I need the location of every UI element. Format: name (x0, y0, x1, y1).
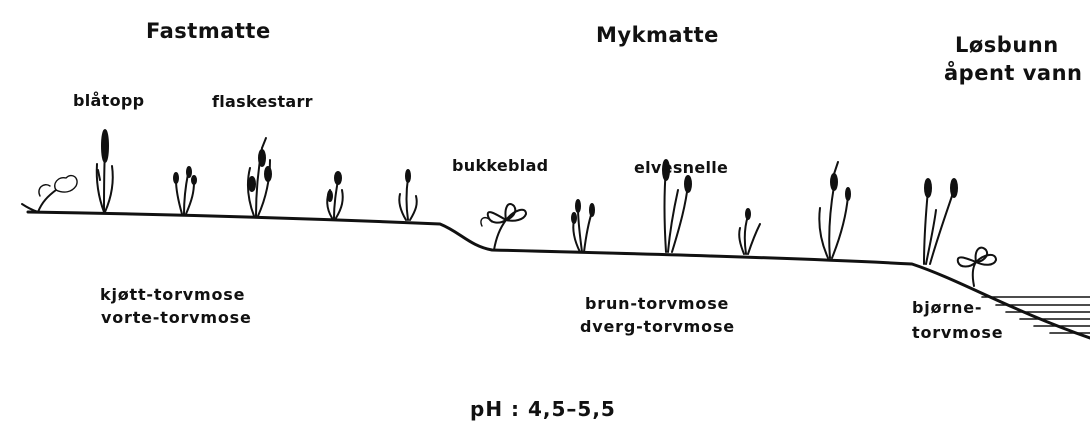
plant-label-flaskestarr: flaskestarr (212, 92, 313, 112)
moss-label-vorte-torvmose: vorte-torvmose (101, 308, 252, 328)
club-rush-plant-icon (924, 179, 957, 264)
zone-title-fastmatte: Fastmatte (146, 18, 271, 44)
ph-range-label: pH : 4,5–5,5 (470, 397, 616, 422)
sedge-seedhead-icon (572, 200, 594, 252)
moss-label-brun-torvmose: brun-torvmose (585, 294, 729, 314)
plant-label-blatopp: blåtopp (73, 91, 144, 111)
plant-label-elvesnelle: elvesnelle (634, 158, 728, 178)
moss-label-bjorne: bjørne- (912, 298, 982, 318)
plant-label-bukkeblad: bukkeblad (452, 156, 548, 176)
moss-label-torvmose: torvmose (912, 323, 1003, 343)
flaskestarr-plant-icon (248, 138, 271, 216)
moss-label-kjott-torvmose: kjøtt-torvmose (100, 285, 245, 305)
heather-shrub-icon (22, 176, 77, 212)
sedge-tuft-icon (174, 167, 196, 214)
zone-title-apent-vann: åpent vann (944, 60, 1083, 86)
zone-title-losbunn: Løsbunn (955, 32, 1059, 58)
moss-label-dverg-torvmose: dverg-torvmose (580, 317, 735, 337)
small-herb-mid-icon (739, 209, 760, 254)
tall-sedge-icon (819, 162, 850, 258)
small-herb-icon (327, 172, 343, 218)
bukkeblad-water-plant-icon (958, 248, 996, 286)
blatopp-plant-icon (97, 130, 113, 212)
zone-title-mykmatte: Mykmatte (596, 22, 719, 48)
bukkeblad-plant-icon (481, 204, 526, 250)
small-sedge-icon (399, 170, 417, 220)
